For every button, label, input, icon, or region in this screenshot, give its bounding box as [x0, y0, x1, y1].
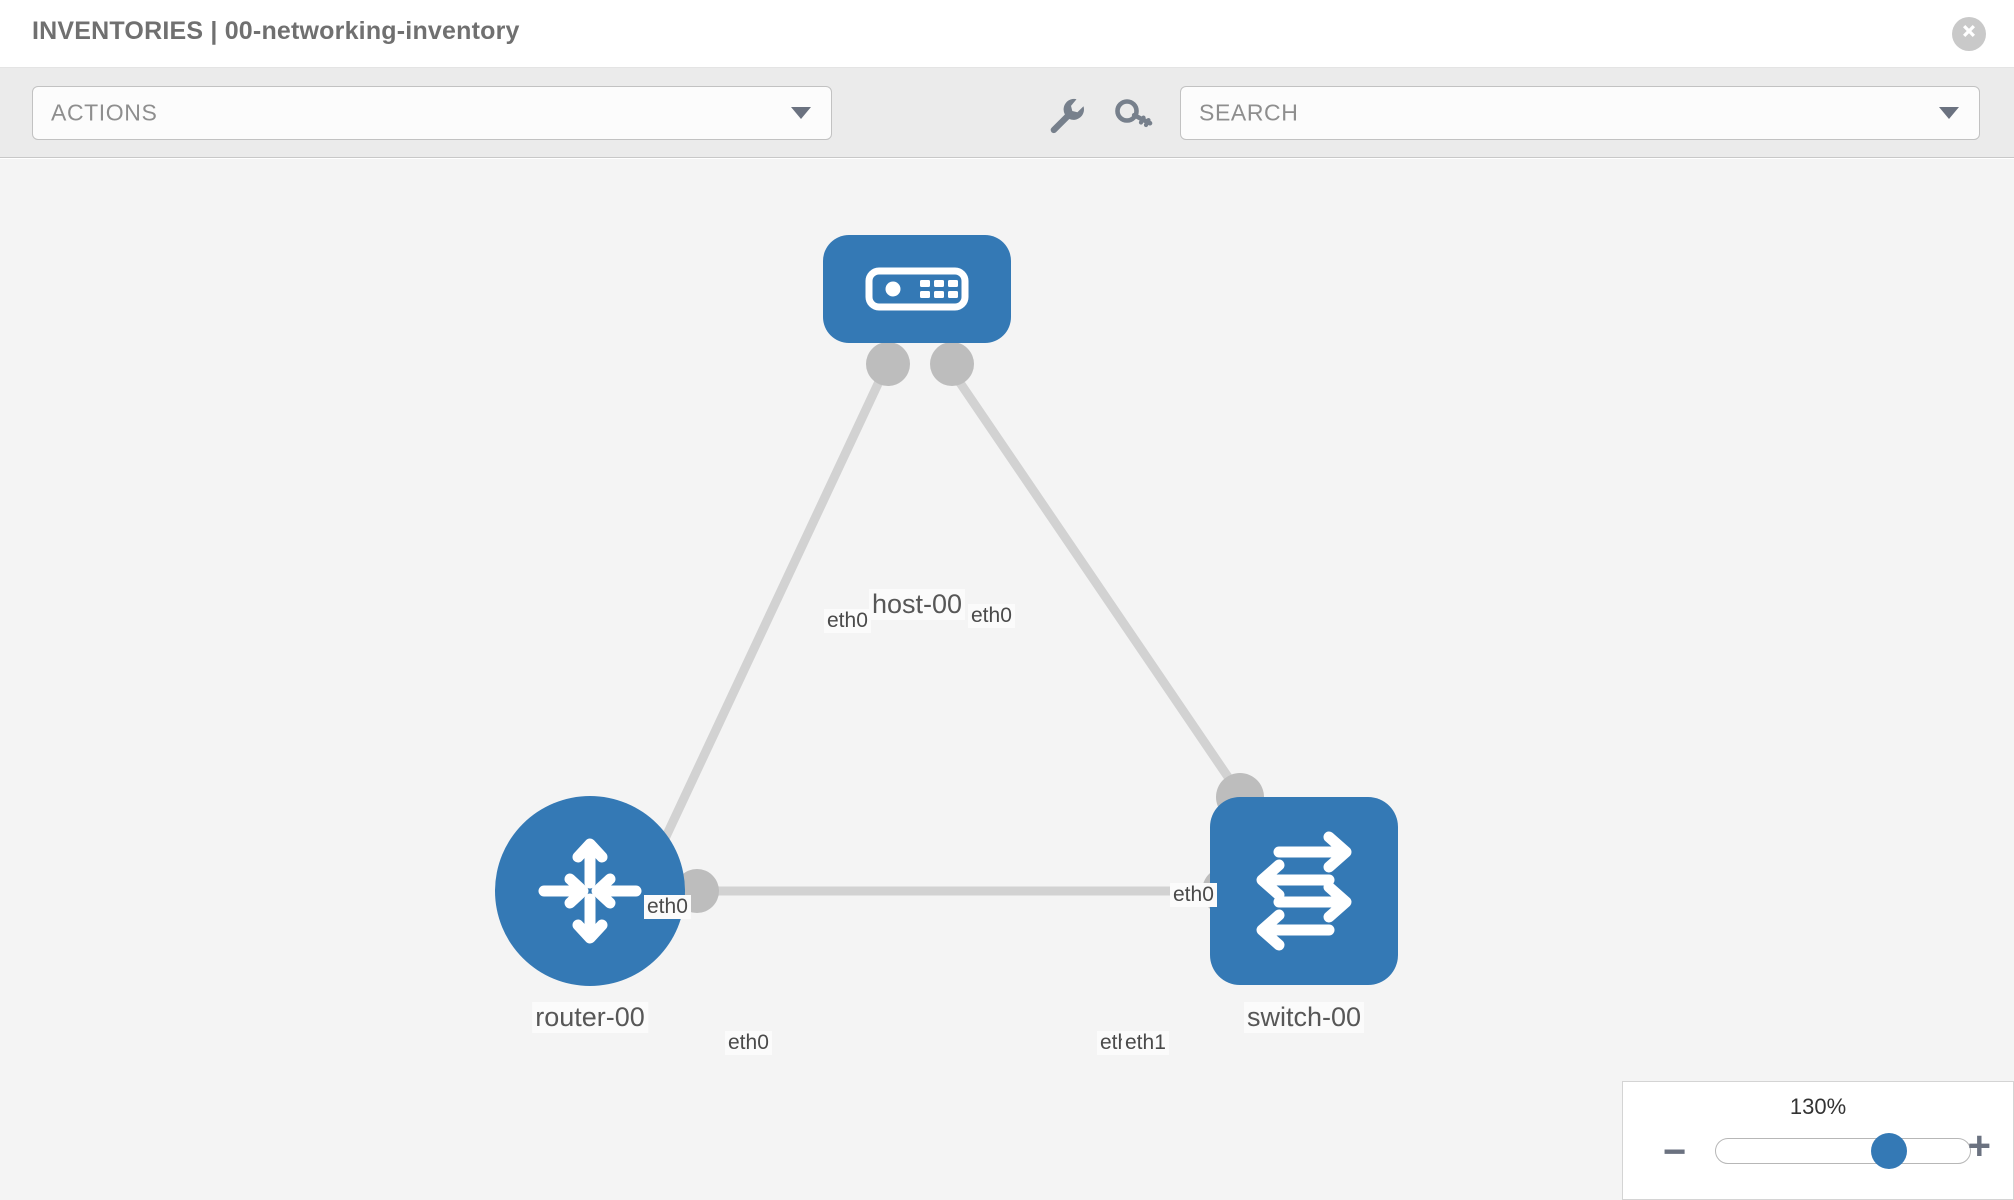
edge-label: eth0 — [824, 609, 871, 633]
edge-label: eth0 — [644, 895, 691, 919]
chevron-down-icon — [1939, 107, 1959, 119]
router-icon[interactable] — [495, 796, 685, 986]
node-label-router-00: router-00 — [532, 1002, 648, 1033]
host-icon[interactable] — [823, 235, 1011, 343]
zoom-level-value: 130% — [1789, 1094, 1847, 1119]
zoom-slider-thumb[interactable] — [1870, 1133, 1907, 1169]
wrench-icon[interactable] — [1046, 96, 1086, 134]
edge-label: eth1 — [1122, 1031, 1169, 1055]
page-header: INVENTORIES | 00-networking-inventory — [0, 0, 2014, 68]
actions-dropdown[interactable]: ACTIONS — [32, 86, 832, 140]
zoom-out-button[interactable]: − — [1663, 1130, 1687, 1174]
node-label-switch-00: switch-00 — [1243, 1002, 1365, 1033]
node-label-host-00: host-00 — [868, 589, 966, 620]
search-input-value: SEARCH — [1199, 99, 1299, 126]
edge-label: eth0 — [968, 604, 1015, 628]
actions-dropdown-value: ACTIONS — [51, 99, 158, 126]
topology-canvas[interactable]: host-00 router-00 — [0, 159, 2014, 1200]
zoom-control-panel: 130% − + — [1622, 1081, 2014, 1200]
edge-label: eth0 — [725, 1031, 772, 1055]
close-icon[interactable] — [1952, 17, 1986, 51]
breadcrumb: INVENTORIES | 00-networking-inventory — [32, 17, 520, 45]
key-icon[interactable] — [1114, 96, 1154, 134]
chevron-down-icon — [791, 107, 811, 119]
toolbar: ACTIONS SEARCH — [0, 68, 2014, 158]
zoom-slider[interactable] — [1715, 1133, 1971, 1169]
search-input[interactable]: SEARCH — [1180, 86, 1980, 140]
zoom-in-button[interactable]: + — [1967, 1124, 1991, 1168]
switch-icon[interactable] — [1210, 797, 1398, 985]
edge-label: eth0 — [1170, 883, 1217, 907]
